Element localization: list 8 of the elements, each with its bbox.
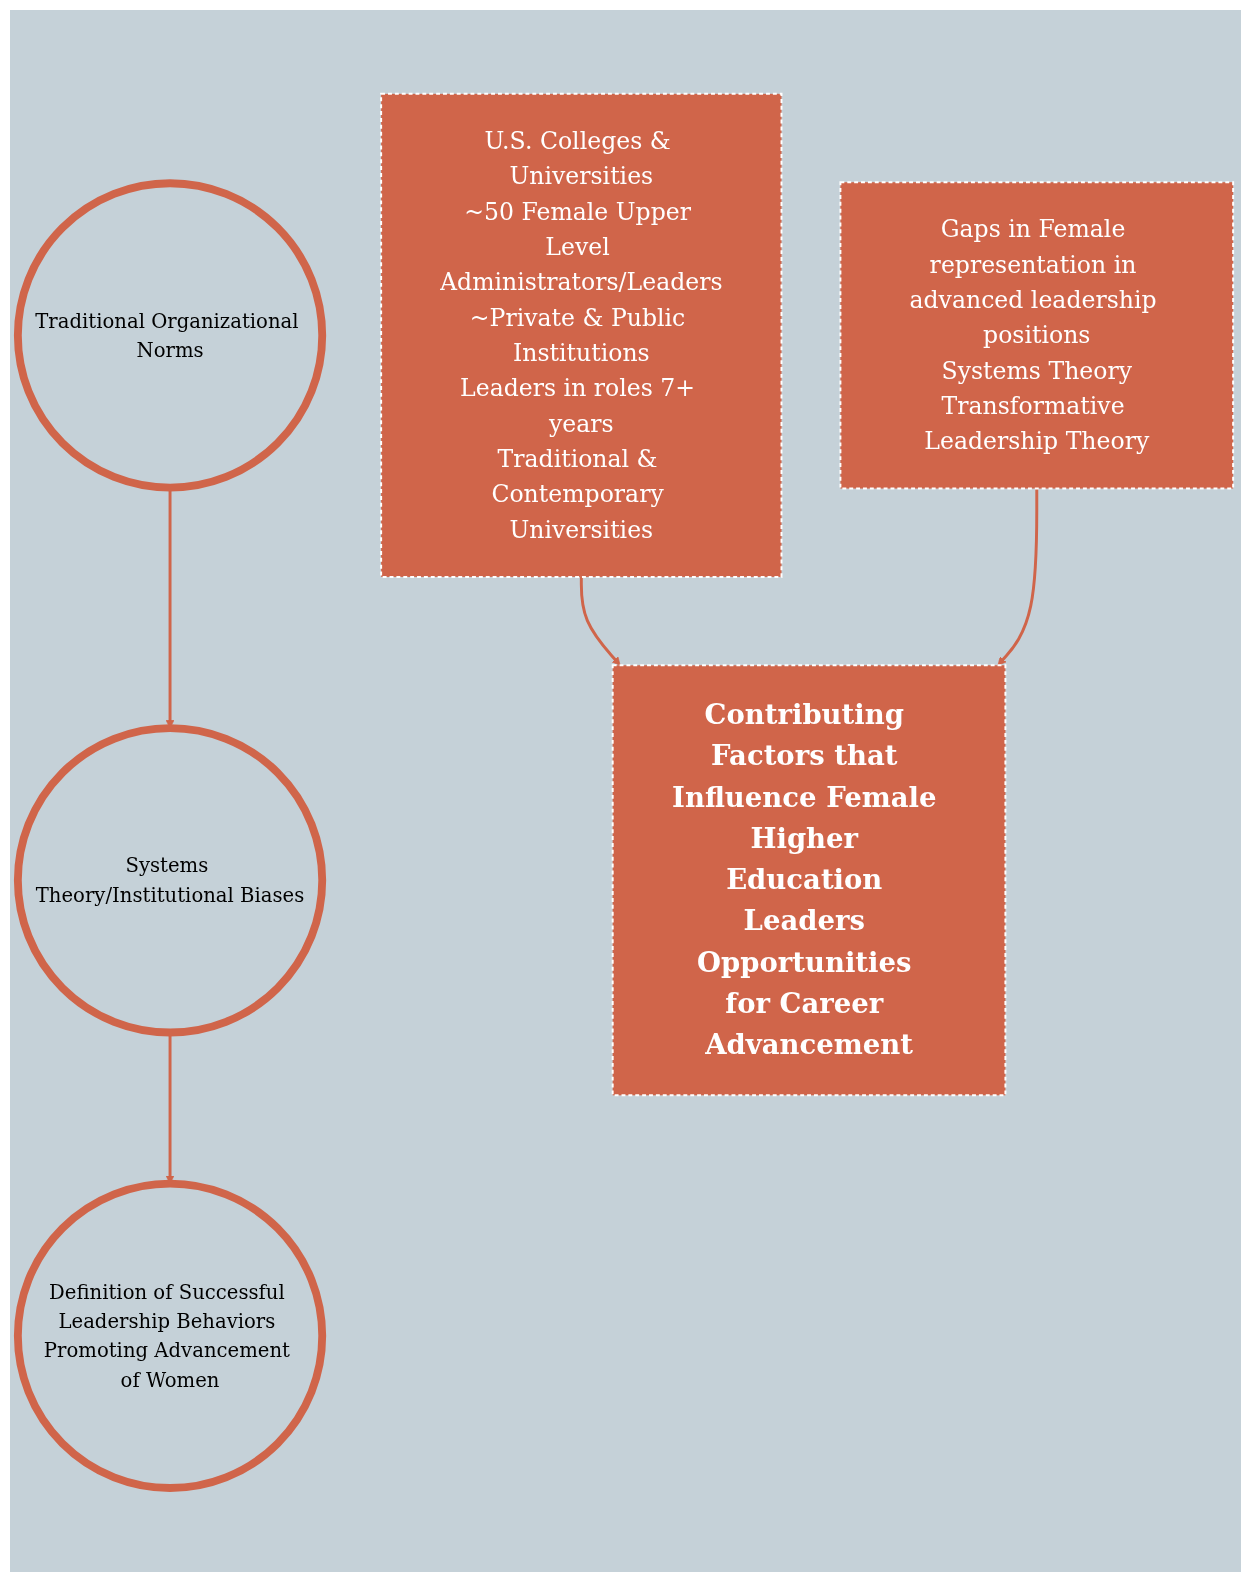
node-circle: Systems Theory/Institutional Biases [13, 724, 327, 1037]
node-circle: Definition of Successful Leadership Behaviors Promoting Advancement of Women [13, 1179, 327, 1493]
arrow [579, 576, 621, 666]
node-box: Gaps in Female representation in advanced leadership positions Systems Theory Transformative Leadership Theory [839, 181, 1235, 490]
node-box: Contributing Factors that Influence Female Higher Education Leaders Opportunities for Career Advancement [611, 664, 1007, 1097]
node-box: U.S. Colleges & Universities ~50 Female Upper Level Administrators/Leaders ~Private & Public Institutions Leaders in roles 7+ years Traditional & Contemporary Universities [380, 92, 783, 578]
node-circle: Traditional Organizational Norms [13, 179, 327, 492]
arrow [997, 488, 1039, 666]
